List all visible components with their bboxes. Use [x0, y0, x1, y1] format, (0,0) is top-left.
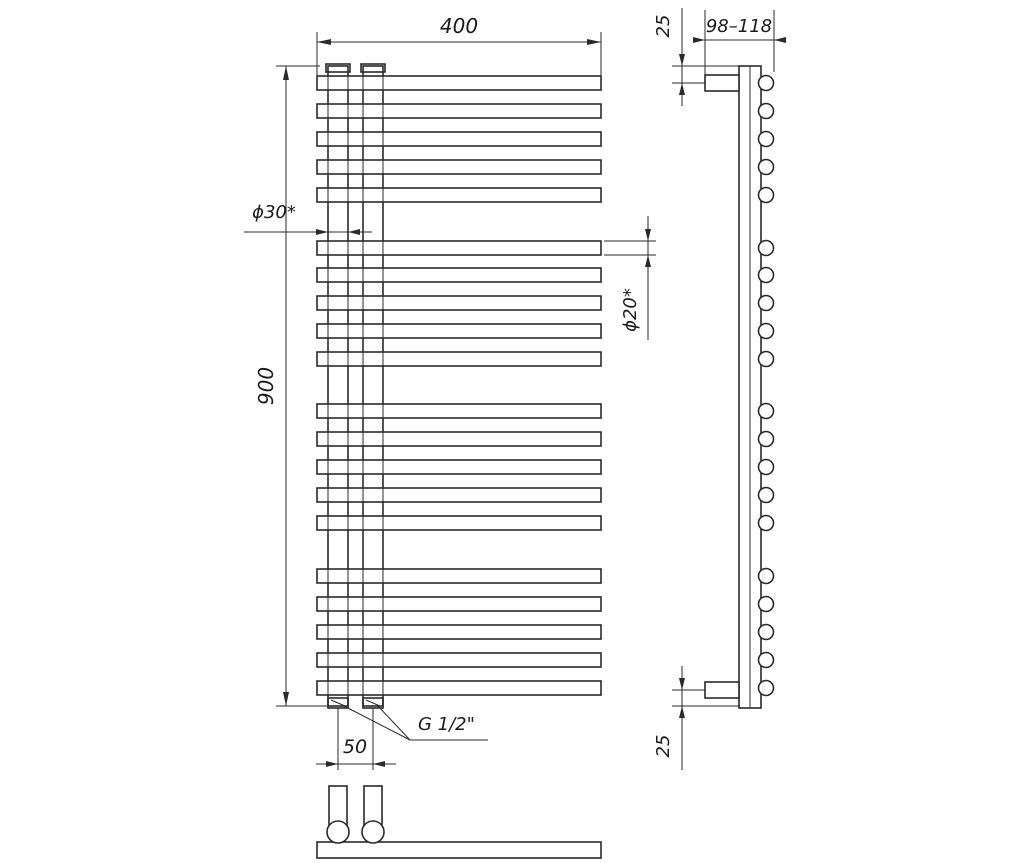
- horizontal-bar-20: [316, 680, 602, 696]
- bar-cross-section-20: [757, 679, 775, 697]
- horizontal-bar-17: [316, 596, 602, 612]
- bar-cross-section-9: [757, 322, 775, 340]
- pipe-diameter-dimension: ϕ30*: [244, 202, 372, 235]
- horizontal-bar-19: [316, 652, 602, 668]
- bar-diameter-label: ϕ20*: [620, 288, 641, 332]
- width-dimension: 400: [316, 14, 602, 80]
- connection-thread-label: G 1/2": [418, 714, 475, 735]
- horizontal-bar-5: [316, 187, 602, 203]
- width-label: 400: [440, 14, 478, 38]
- bar-cross-section-19: [757, 651, 775, 669]
- horizontal-bar-11: [316, 403, 602, 419]
- wall-distance-label: 98–118: [706, 16, 772, 37]
- connection-spacing-label: 50: [343, 736, 367, 758]
- bar-cross-section-6: [757, 239, 775, 257]
- bar-cross-section-17: [757, 595, 775, 613]
- horizontal-bar-16: [316, 568, 602, 584]
- horizontal-bar-18: [316, 624, 602, 640]
- horizontal-bar-12: [316, 431, 602, 447]
- bottom-offset-label: 25: [653, 735, 674, 758]
- bar-cross-section-3: [757, 130, 775, 148]
- right-pipe-end: [361, 820, 385, 844]
- horizontal-bar-15: [316, 515, 602, 531]
- left-collector-pipe: [327, 65, 349, 707]
- bottom-wall-bracket: [704, 681, 740, 699]
- bar-cross-section-11: [757, 402, 775, 420]
- horizontal-bar-6: [316, 240, 602, 256]
- horizontal-bar-1: [316, 75, 602, 91]
- horizontal-bar-3: [316, 131, 602, 147]
- bar-cross-section-14: [757, 486, 775, 504]
- bar-cross-section-18: [757, 623, 775, 641]
- height-dimension: 900: [254, 65, 328, 707]
- bar-diameter-dimension: ϕ20*: [604, 216, 656, 340]
- left-pipe-end: [326, 820, 350, 844]
- top-offset-label: 25: [653, 15, 674, 38]
- bottom-offset-dimension: 25: [653, 666, 740, 770]
- horizontal-bar-2: [316, 103, 602, 119]
- top-wall-bracket: [704, 74, 740, 92]
- bar-cross-section-4: [757, 158, 775, 176]
- bar-cross-sections: [757, 74, 775, 697]
- horizontal-bar-4: [316, 159, 602, 175]
- horizontal-bar-14: [316, 487, 602, 503]
- horizontal-bar-9: [316, 323, 602, 339]
- bar-cross-section-15: [757, 514, 775, 532]
- bottom-view: [316, 785, 602, 859]
- bar-cross-section-2: [757, 102, 775, 120]
- bar-cross-section-1: [757, 74, 775, 92]
- bar-cross-section-10: [757, 350, 775, 368]
- bar-cross-section-13: [757, 458, 775, 476]
- pipe-diameter-label: ϕ30*: [252, 202, 296, 223]
- bar-top-view: [316, 841, 602, 859]
- bar-cross-section-12: [757, 430, 775, 448]
- bar-cross-section-8: [757, 294, 775, 312]
- horizontal-bar-8: [316, 295, 602, 311]
- connection-dimension: 50 G 1/2": [316, 704, 488, 770]
- height-label: 900: [254, 367, 278, 405]
- right-collector-pipe: [362, 65, 384, 707]
- bar-cross-section-7: [757, 266, 775, 284]
- front-view: [316, 63, 602, 709]
- bar-cross-section-5: [757, 186, 775, 204]
- side-view: [704, 65, 775, 709]
- horizontal-bar-7: [316, 267, 602, 283]
- bar-cross-section-16: [757, 567, 775, 585]
- left-pipe-cap: [325, 63, 351, 73]
- top-offset-dimension: 25: [653, 8, 740, 106]
- horizontal-bar-13: [316, 459, 602, 475]
- horizontal-bar-10: [316, 351, 602, 367]
- wall-distance-dimension: 98–118: [693, 10, 786, 75]
- horizontal-bars: [316, 75, 602, 696]
- right-pipe-cap: [360, 63, 386, 73]
